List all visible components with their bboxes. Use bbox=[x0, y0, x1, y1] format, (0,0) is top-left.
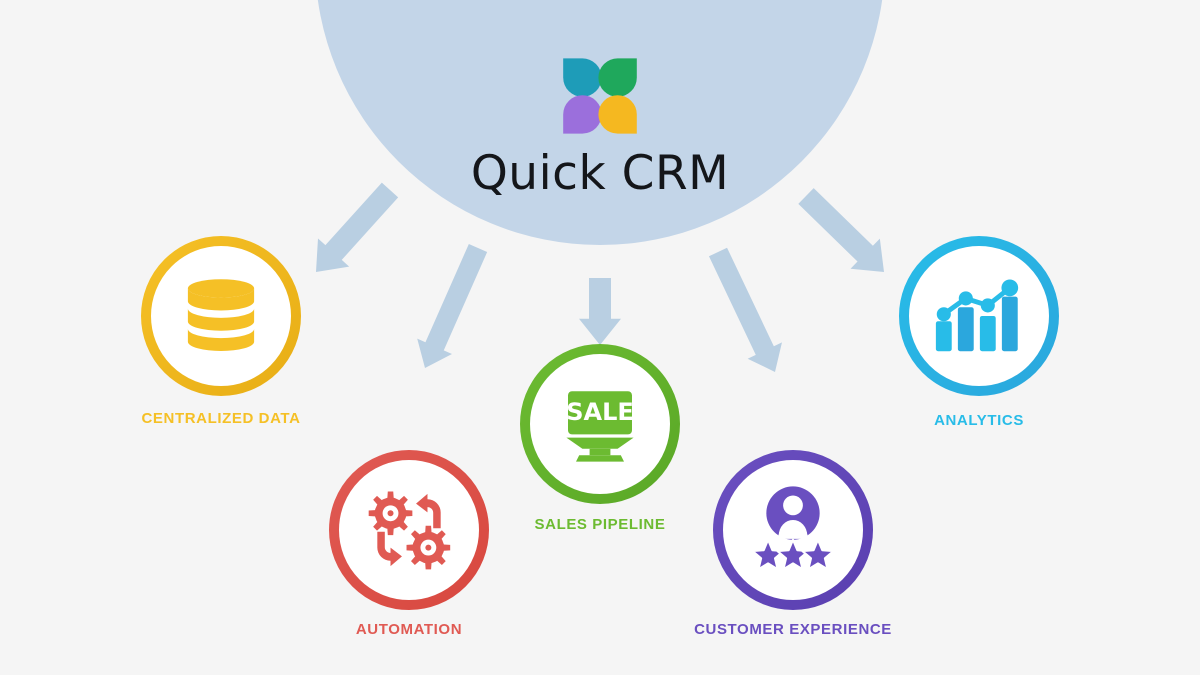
gears-cycle-icon bbox=[368, 491, 451, 570]
flow-arrows bbox=[315, 182, 885, 373]
arrow-to-automation bbox=[417, 243, 488, 368]
node-label-analytics: ANALYTICS bbox=[934, 412, 1024, 429]
cycle-arrow-bottom bbox=[377, 531, 402, 567]
node-customer-experience[interactable] bbox=[713, 450, 873, 610]
dome-shape bbox=[317, 0, 883, 245]
node-label-sales-pipeline: SALES PIPELINE bbox=[534, 516, 666, 533]
bar-1 bbox=[935, 321, 952, 352]
monitor-neck bbox=[589, 448, 611, 456]
bar-4 bbox=[1001, 296, 1018, 352]
gear-hub-dot bbox=[425, 544, 432, 551]
logo-petal-yellow bbox=[598, 95, 637, 134]
node-label-automation: AUTOMATION bbox=[355, 621, 463, 638]
trend-dot-4 bbox=[1001, 279, 1019, 297]
arrow-to-centralized-data bbox=[315, 182, 399, 273]
node-centralized-data[interactable] bbox=[141, 236, 301, 396]
node-ring bbox=[141, 236, 301, 396]
node-sales-pipeline[interactable]: SALE bbox=[520, 344, 680, 504]
logo-petal-green bbox=[598, 58, 637, 97]
node-disc bbox=[899, 236, 1059, 396]
database-top-disc bbox=[187, 279, 255, 298]
arrow-to-analytics bbox=[798, 188, 885, 273]
logo-petal-purple bbox=[563, 95, 602, 134]
rating-stars bbox=[751, 538, 835, 571]
bar-2 bbox=[957, 307, 974, 352]
monitor-sale-text: SALE bbox=[566, 398, 634, 426]
monitor-base bbox=[576, 455, 624, 462]
user-head bbox=[783, 495, 803, 516]
user-stars-icon bbox=[751, 486, 835, 571]
monitor-stand-plate bbox=[566, 437, 634, 449]
database-band-2 bbox=[187, 308, 255, 331]
gear-hub-dot bbox=[387, 510, 394, 517]
arrow-to-customer-experience bbox=[708, 247, 782, 373]
user-avatar bbox=[766, 486, 820, 540]
node-ring bbox=[329, 450, 489, 610]
node-disc bbox=[141, 236, 301, 396]
bar-chart-trend-icon bbox=[935, 279, 1019, 352]
hub-dome bbox=[317, 0, 883, 245]
quick-crm-logo bbox=[563, 58, 637, 134]
arrow-to-sales-pipeline bbox=[579, 278, 621, 345]
trend-dot-2 bbox=[958, 291, 973, 306]
database-band-1 bbox=[187, 288, 255, 311]
node-ring bbox=[713, 450, 873, 610]
node-automation[interactable] bbox=[329, 450, 489, 610]
trend-dot-3 bbox=[980, 298, 995, 313]
node-label-customer-experience: CUSTOMER EXPERIENCE bbox=[694, 621, 892, 638]
brand-title: Quick CRM bbox=[470, 146, 730, 201]
bar-3 bbox=[979, 316, 996, 352]
database-icon bbox=[187, 279, 255, 351]
trend-dot-1 bbox=[936, 307, 951, 322]
node-disc bbox=[329, 450, 489, 610]
node-ring bbox=[899, 236, 1059, 396]
star-3 bbox=[801, 538, 835, 571]
node-label-centralized-data: CENTRALIZED DATA bbox=[141, 410, 301, 427]
gear-lower-right bbox=[406, 525, 451, 570]
monitor-screen bbox=[568, 391, 632, 435]
user-shoulders bbox=[778, 519, 808, 539]
sale-monitor-icon: SALE bbox=[566, 391, 634, 462]
cycle-arrow-top bbox=[416, 493, 441, 529]
gear-upper-left bbox=[368, 491, 413, 536]
logo-petal-teal bbox=[563, 58, 602, 97]
node-ring bbox=[520, 344, 680, 504]
node-analytics[interactable] bbox=[899, 236, 1059, 396]
database-band-3 bbox=[187, 328, 255, 351]
